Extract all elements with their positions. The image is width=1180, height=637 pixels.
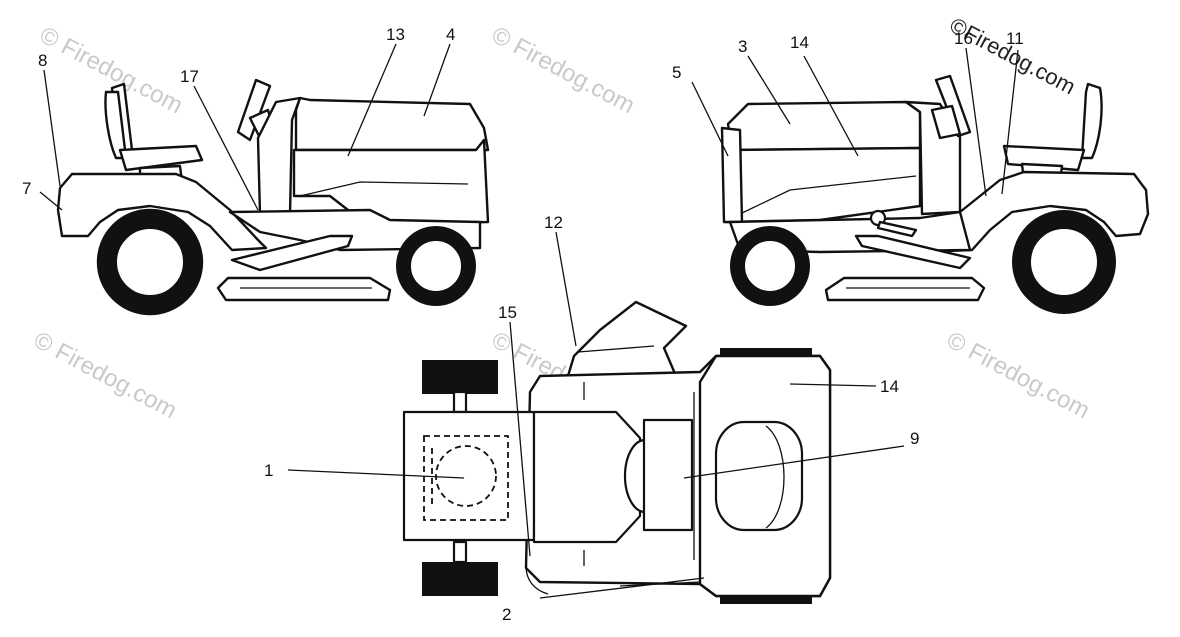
callout-5: 5 [672, 63, 681, 82]
watermark: © Firedog.com [487, 21, 639, 119]
watermark-corner: ©Firedog.com [946, 12, 1080, 99]
callout-7: 7 [22, 179, 31, 198]
callout-12: 13 [386, 25, 405, 44]
callout-labels: 8 7 17 13 4 5 3 14 16 11 12 15 14 9 1 2 [22, 25, 1024, 624]
watermark: © Firedog.com [942, 326, 1094, 424]
callout-14: 14 [880, 377, 899, 396]
tractor-top-view [402, 300, 832, 604]
callout-8: 8 [38, 51, 47, 70]
callout-10: 11 [1006, 29, 1024, 48]
callout-9: 9 [910, 429, 919, 448]
callout-2: 2 [502, 605, 511, 624]
tractor-right-side-view [720, 74, 1150, 314]
callout-17: 17 [180, 67, 199, 86]
callout-11: 12 [544, 213, 563, 232]
callout-16: 15 [498, 303, 517, 322]
callout-4: 4 [446, 25, 455, 44]
leader-lines [39, 43, 1019, 599]
watermark: © Firedog.com [29, 326, 181, 424]
tractor-left-side-view [56, 78, 490, 316]
callout-15: 16 [954, 29, 973, 48]
callout-13: 14 [790, 33, 809, 52]
callout-1: 1 [264, 461, 273, 480]
callout-3: 3 [738, 37, 747, 56]
